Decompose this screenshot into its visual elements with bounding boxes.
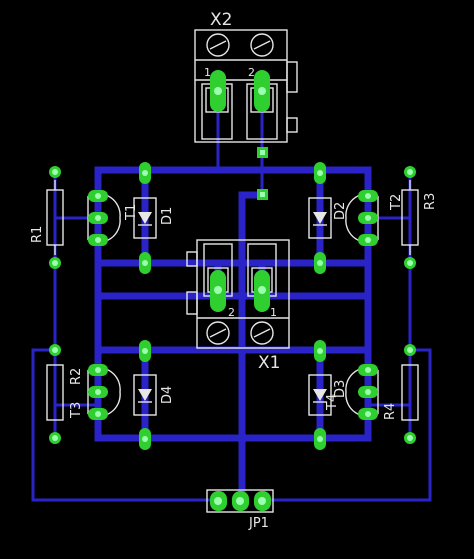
r1-label: R1 <box>30 226 45 243</box>
connector-x2: X2 1 2 <box>194 10 298 143</box>
x1-pin2-label: 2 <box>228 306 235 319</box>
resistor-r3: R3 <box>401 166 438 269</box>
diode-d4: D4 <box>133 340 175 450</box>
r2-label: R2 <box>69 368 84 385</box>
t4-label: T4 <box>325 394 340 411</box>
x2-pin2-label: 2 <box>248 66 255 79</box>
transistor-t1: T1 <box>87 190 139 246</box>
diode-d1: D1 <box>133 162 175 274</box>
screw-terminal-icon <box>250 33 274 57</box>
diode-d2: D2 <box>308 162 348 274</box>
d3-label: D3 <box>333 380 348 398</box>
r4-label: R4 <box>383 403 398 420</box>
t2-label: T2 <box>389 194 404 211</box>
header-jp1: JP1 <box>206 489 274 531</box>
resistor-r4: R4 <box>383 344 419 444</box>
t1-label: T1 <box>124 204 139 221</box>
diode-d3: D3 <box>308 340 348 450</box>
jp1-label: JP1 <box>248 516 269 531</box>
d4-label: D4 <box>160 386 175 404</box>
x1-label: X1 <box>258 353 280 373</box>
x2-pin1-label: 1 <box>204 66 211 79</box>
connector-x1: 2 1 X1 <box>186 239 290 373</box>
transistor-t3: T3 <box>69 364 121 420</box>
x2-label: X2 <box>210 10 232 30</box>
x1-pin1-label: 1 <box>270 306 277 319</box>
resistor-r2: R2 <box>46 344 84 444</box>
resistor-r1: R1 <box>30 166 64 269</box>
transistor-t4: T4 <box>325 364 379 420</box>
t3-label: T3 <box>69 402 84 419</box>
r3-label: R3 <box>423 193 438 210</box>
screw-terminal-icon <box>206 321 230 345</box>
d1-label: D1 <box>160 207 175 225</box>
screw-terminal-icon <box>206 33 230 57</box>
thin-traces <box>31 93 432 502</box>
screw-terminal-icon <box>250 321 274 345</box>
d2-label: D2 <box>333 202 348 220</box>
transistor-t2: T2 <box>345 190 404 246</box>
